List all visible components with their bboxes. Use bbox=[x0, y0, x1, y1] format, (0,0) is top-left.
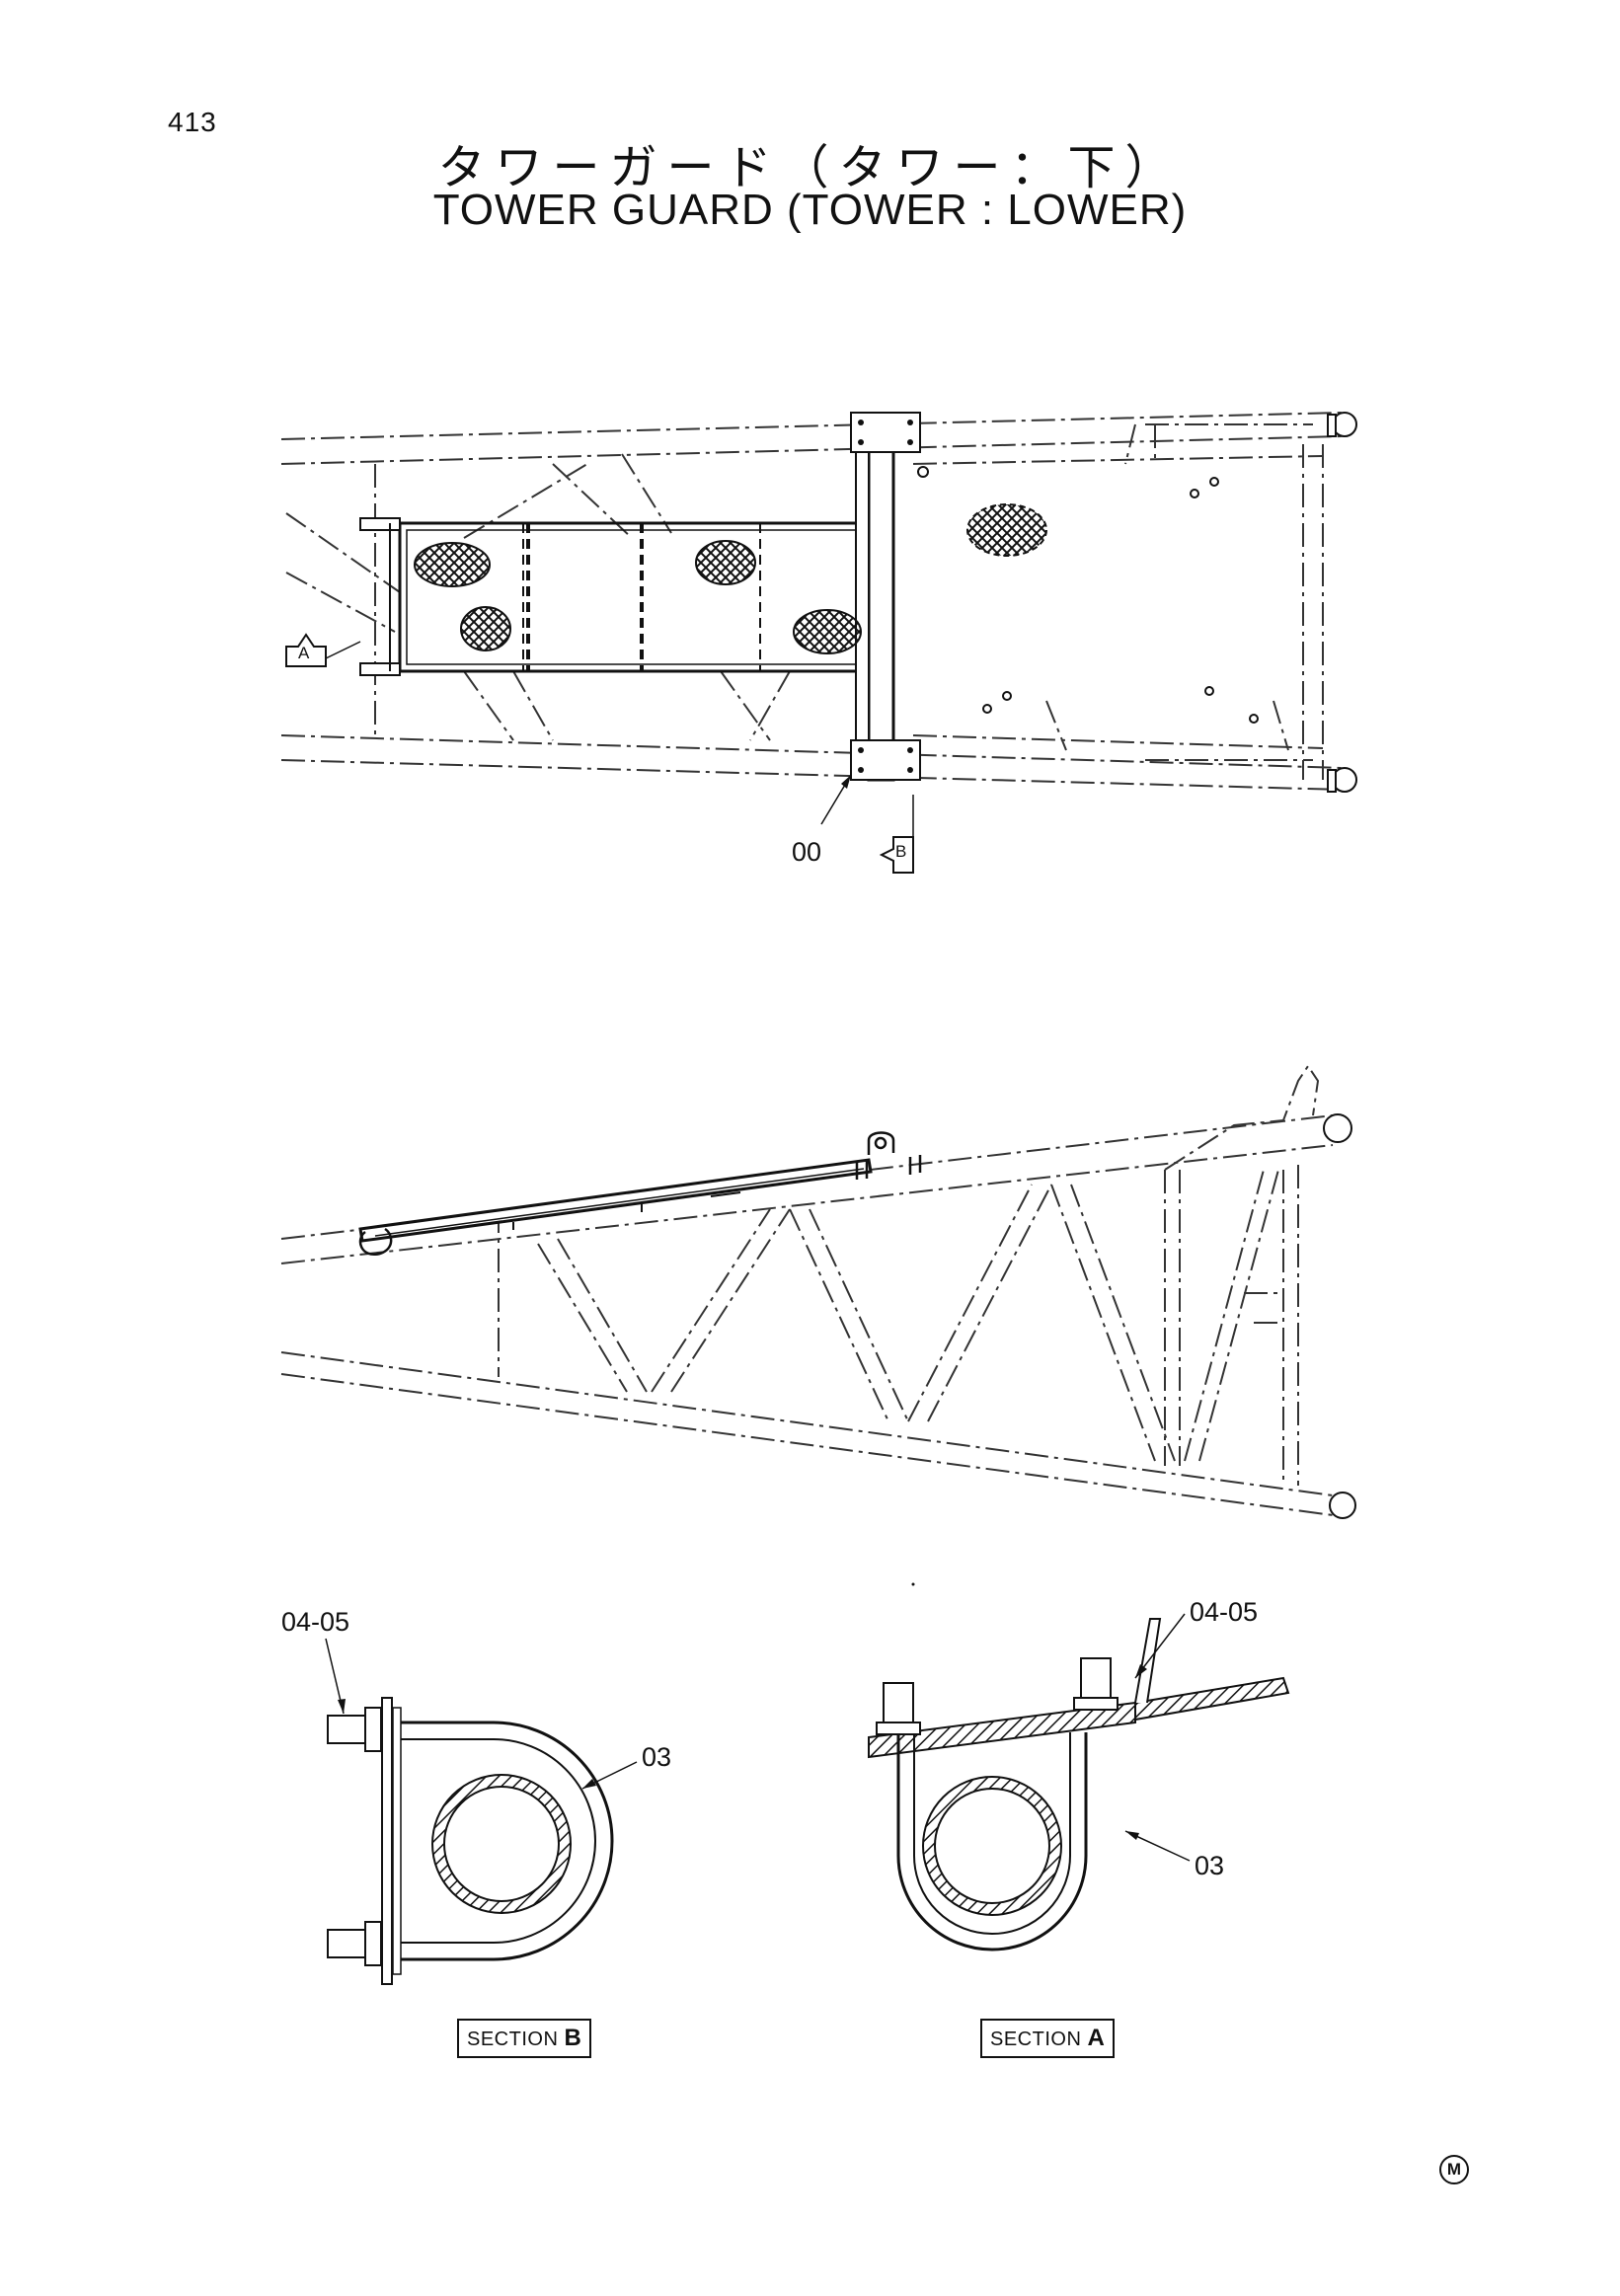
section-b-detail bbox=[325, 1638, 638, 1985]
callout-part-04-05-left: 04-05 bbox=[281, 1607, 350, 1637]
section-a-letter: A bbox=[1087, 2025, 1106, 2051]
callout-part-03-left: 03 bbox=[642, 1742, 672, 1772]
section-a-label: SECTION A bbox=[980, 2019, 1116, 2058]
side-view bbox=[280, 1064, 1356, 1519]
section-b-label: SECTION B bbox=[457, 2019, 592, 2058]
section-b-letter: B bbox=[564, 2025, 582, 2051]
callout-part-04-05-right: 04-05 bbox=[1190, 1597, 1259, 1627]
section-b-prefix: SECTION bbox=[467, 2028, 559, 2050]
page-number: 413 bbox=[168, 107, 217, 137]
title-japanese: タワーガード（タワー：下） bbox=[437, 140, 1183, 195]
title-english: TOWER GUARD (TOWER : LOWER) bbox=[432, 186, 1188, 234]
callout-part-03-right: 03 bbox=[1195, 1851, 1225, 1880]
manufacturer-mark: M bbox=[1439, 2155, 1469, 2184]
top-view bbox=[280, 412, 1357, 874]
section-a-prefix: SECTION bbox=[990, 2028, 1082, 2050]
callout-view-b: B bbox=[895, 842, 907, 861]
callout-view-a: A bbox=[298, 644, 310, 662]
callout-part-00: 00 bbox=[792, 837, 822, 867]
section-a-detail bbox=[868, 1582, 1290, 1952]
